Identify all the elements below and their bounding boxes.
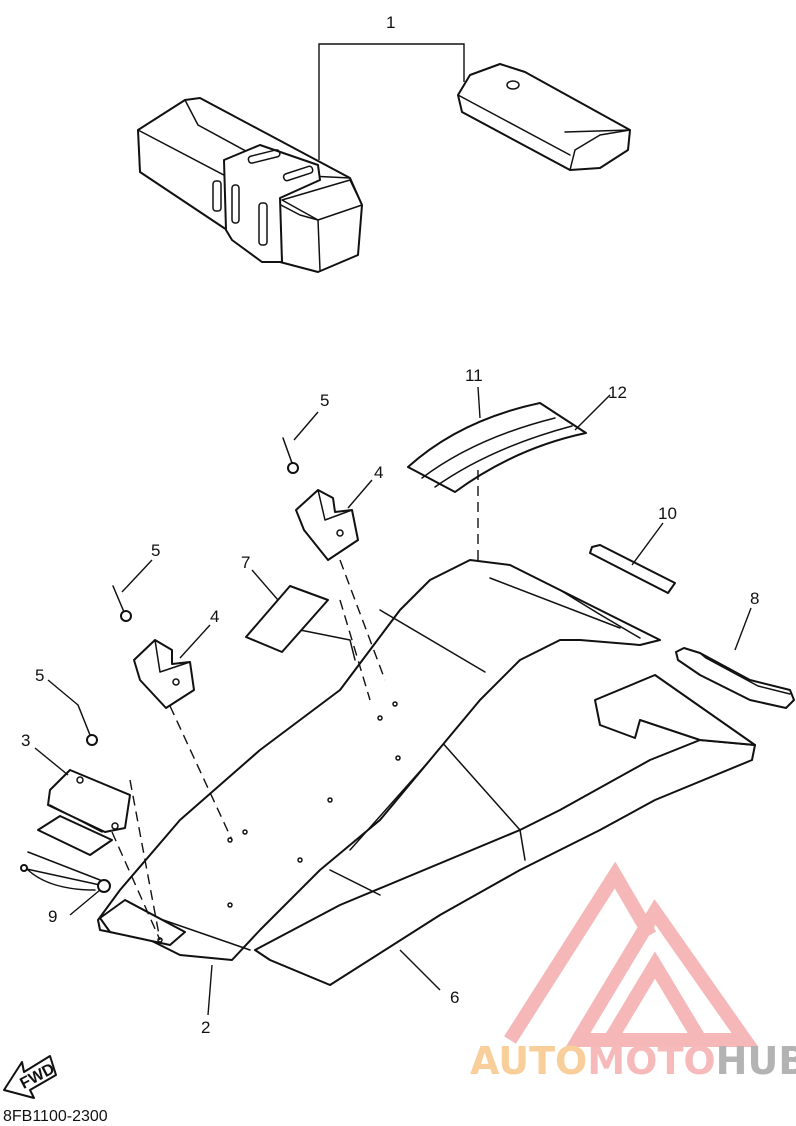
fwd-arrow-icon: FWD (3, 1055, 58, 1099)
watermark-moto: MOTO (587, 1039, 715, 1083)
callout-2: 2 (201, 1018, 210, 1037)
seat-cover-set-part-1 (137, 43, 631, 273)
grip-strip-part-10 (589, 544, 676, 594)
callout-7: 7 (241, 553, 250, 572)
callout-5-top: 5 (320, 391, 329, 410)
callout-3: 3 (21, 731, 30, 750)
callout-4-lower: 4 (210, 607, 219, 626)
clip-part-4-lower (133, 639, 195, 709)
rivet-part-5-middle (112, 585, 132, 622)
callout-4-upper: 4 (374, 463, 383, 482)
rivet-part-5-lower (77, 704, 98, 746)
rivet-part-5-top (282, 437, 299, 474)
svg-text:AUTOMOTOHUB: AUTOMOTOHUB (470, 1039, 796, 1083)
pad-part-7 (245, 585, 329, 653)
hook-part-8 (675, 647, 795, 709)
pin-part-9 (20, 851, 111, 893)
callout-1: 1 (386, 13, 395, 32)
seat-pan-part-2 (97, 559, 661, 961)
watermark-hub: HUB (716, 1039, 796, 1083)
decal-part-11-12 (407, 402, 587, 493)
callout-9: 9 (48, 907, 57, 926)
hinge-part-3 (37, 769, 131, 856)
callout-12: 12 (608, 383, 627, 402)
callout-11: 11 (465, 366, 483, 385)
callout-5-middle: 5 (151, 541, 160, 560)
clip-part-4-upper (295, 489, 359, 561)
callout-5-lower: 5 (35, 666, 44, 685)
callout-10: 10 (658, 504, 677, 523)
drawing-code: 8FB1100-2300 (3, 1108, 108, 1125)
seat-base-part-6 (254, 674, 756, 986)
callout-6: 6 (450, 988, 459, 1007)
watermark-auto: AUTO (470, 1039, 587, 1083)
watermark-logo: AUTOMOTOHUB (470, 861, 796, 1083)
callout-8: 8 (750, 589, 759, 608)
